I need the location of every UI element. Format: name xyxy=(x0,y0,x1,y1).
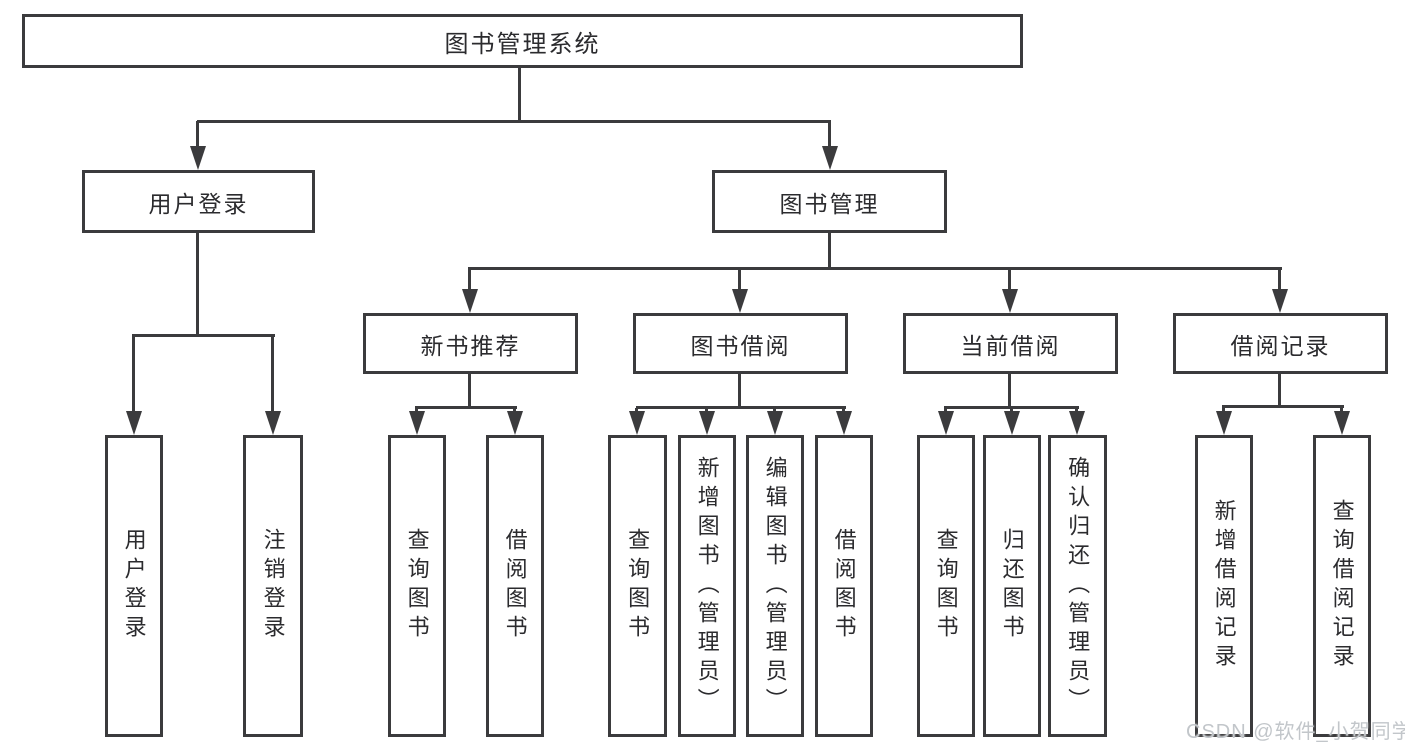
node-library-system: 图书管理系统 xyxy=(22,14,1023,68)
connector-current-stub xyxy=(1008,373,1011,409)
leaf-label: 查询借阅记录 xyxy=(1329,499,1355,673)
connector-userlogin-stub xyxy=(196,232,199,337)
arrow-down-icon xyxy=(1004,411,1020,435)
arrow-down-icon xyxy=(1069,411,1085,435)
leaf-label: 查询图书 xyxy=(404,528,430,644)
connector-root-drop-right xyxy=(828,121,831,148)
arrow-down-icon xyxy=(1002,289,1018,313)
leaf-label: 新增借阅记录 xyxy=(1211,499,1237,673)
connector-bookmgmt-drop3 xyxy=(1008,269,1011,291)
arrow-down-icon xyxy=(938,411,954,435)
leaf-label: 查询图书 xyxy=(933,528,959,644)
connector-root-stub xyxy=(518,68,521,123)
leaf-recommend-borrow-book: 借阅图书 xyxy=(486,435,544,737)
connector-records-stub xyxy=(1278,373,1281,408)
arrow-down-icon xyxy=(409,411,425,435)
node-borrow-records: 借阅记录 xyxy=(1173,313,1388,374)
arrow-down-icon xyxy=(1334,411,1350,435)
leaf-borrow-query-book: 查询图书 xyxy=(608,435,667,737)
arrow-down-icon xyxy=(1272,289,1288,313)
connector-bookmgmt-drop1 xyxy=(468,269,471,291)
node-book-management: 图书管理 xyxy=(712,170,947,233)
leaf-records-add-record: 新增借阅记录 xyxy=(1195,435,1253,737)
arrow-down-icon xyxy=(767,411,783,435)
node-book-borrow: 图书借阅 xyxy=(633,313,848,374)
leaf-logout-login: 注销登录 xyxy=(243,435,303,737)
leaf-borrow-borrow-book: 借阅图书 xyxy=(815,435,873,737)
arrow-down-icon xyxy=(629,411,645,435)
leaf-borrow-add-book-admin: 新增图书（管理员） xyxy=(678,435,736,737)
connector-records-drop1 xyxy=(1222,407,1225,414)
leaf-label: 借阅图书 xyxy=(502,528,528,644)
connector-root-drop-left xyxy=(196,121,199,148)
leaf-label: 确认归还（管理员） xyxy=(1065,455,1091,717)
leaf-current-return-book: 归还图书 xyxy=(983,435,1041,737)
node-current-borrow: 当前借阅 xyxy=(903,313,1118,374)
leaf-label: 查询图书 xyxy=(625,528,651,644)
leaf-label: 编辑图书（管理员） xyxy=(762,455,788,717)
connector-bookmgmt-drop4 xyxy=(1278,269,1281,291)
leaf-label: 用户登录 xyxy=(121,528,147,644)
csdn-watermark: CSDN @软件_小贺同学 xyxy=(1186,721,1405,743)
connector-userlogin-hbar xyxy=(132,334,275,337)
leaf-records-query-record: 查询借阅记录 xyxy=(1313,435,1371,737)
connector-borrow-stub xyxy=(738,373,741,409)
connector-bookmgmt-hbar xyxy=(468,267,1282,270)
arrow-down-icon xyxy=(1216,411,1232,435)
connector-recommend-hbar xyxy=(415,406,517,409)
arrow-down-icon xyxy=(462,289,478,313)
leaf-recommend-query-book: 查询图书 xyxy=(388,435,446,737)
node-user-login: 用户登录 xyxy=(82,170,315,233)
connector-recommend-stub xyxy=(468,373,471,409)
arrow-down-icon xyxy=(265,411,281,435)
connector-bookmgmt-drop2 xyxy=(738,269,741,291)
arrow-down-icon xyxy=(836,411,852,435)
connector-userlogin-drop2 xyxy=(271,336,274,413)
connector-records-drop2 xyxy=(1340,407,1343,414)
arrow-down-icon xyxy=(126,411,142,435)
leaf-borrow-edit-book-admin: 编辑图书（管理员） xyxy=(746,435,804,737)
leaf-label: 归还图书 xyxy=(999,528,1025,644)
arrow-down-icon xyxy=(190,146,206,170)
node-new-book-recommend: 新书推荐 xyxy=(363,313,578,374)
leaf-user-login: 用户登录 xyxy=(105,435,163,737)
leaf-label: 注销登录 xyxy=(260,528,286,644)
connector-userlogin-drop1 xyxy=(132,336,135,413)
connector-root-hbar xyxy=(197,120,831,123)
connector-bookmgmt-stub xyxy=(828,232,831,270)
connector-current-hbar xyxy=(944,406,1079,409)
arrow-down-icon xyxy=(507,411,523,435)
leaf-current-query-book: 查询图书 xyxy=(917,435,975,737)
leaf-current-confirm-return-admin: 确认归还（管理员） xyxy=(1048,435,1107,737)
arrow-down-icon xyxy=(732,289,748,313)
connector-borrow-hbar xyxy=(636,406,846,409)
leaf-label: 借阅图书 xyxy=(831,528,857,644)
arrow-down-icon xyxy=(699,411,715,435)
connector-records-hbar xyxy=(1222,405,1344,408)
leaf-label: 新增图书（管理员） xyxy=(694,455,720,717)
arrow-down-icon xyxy=(822,146,838,170)
